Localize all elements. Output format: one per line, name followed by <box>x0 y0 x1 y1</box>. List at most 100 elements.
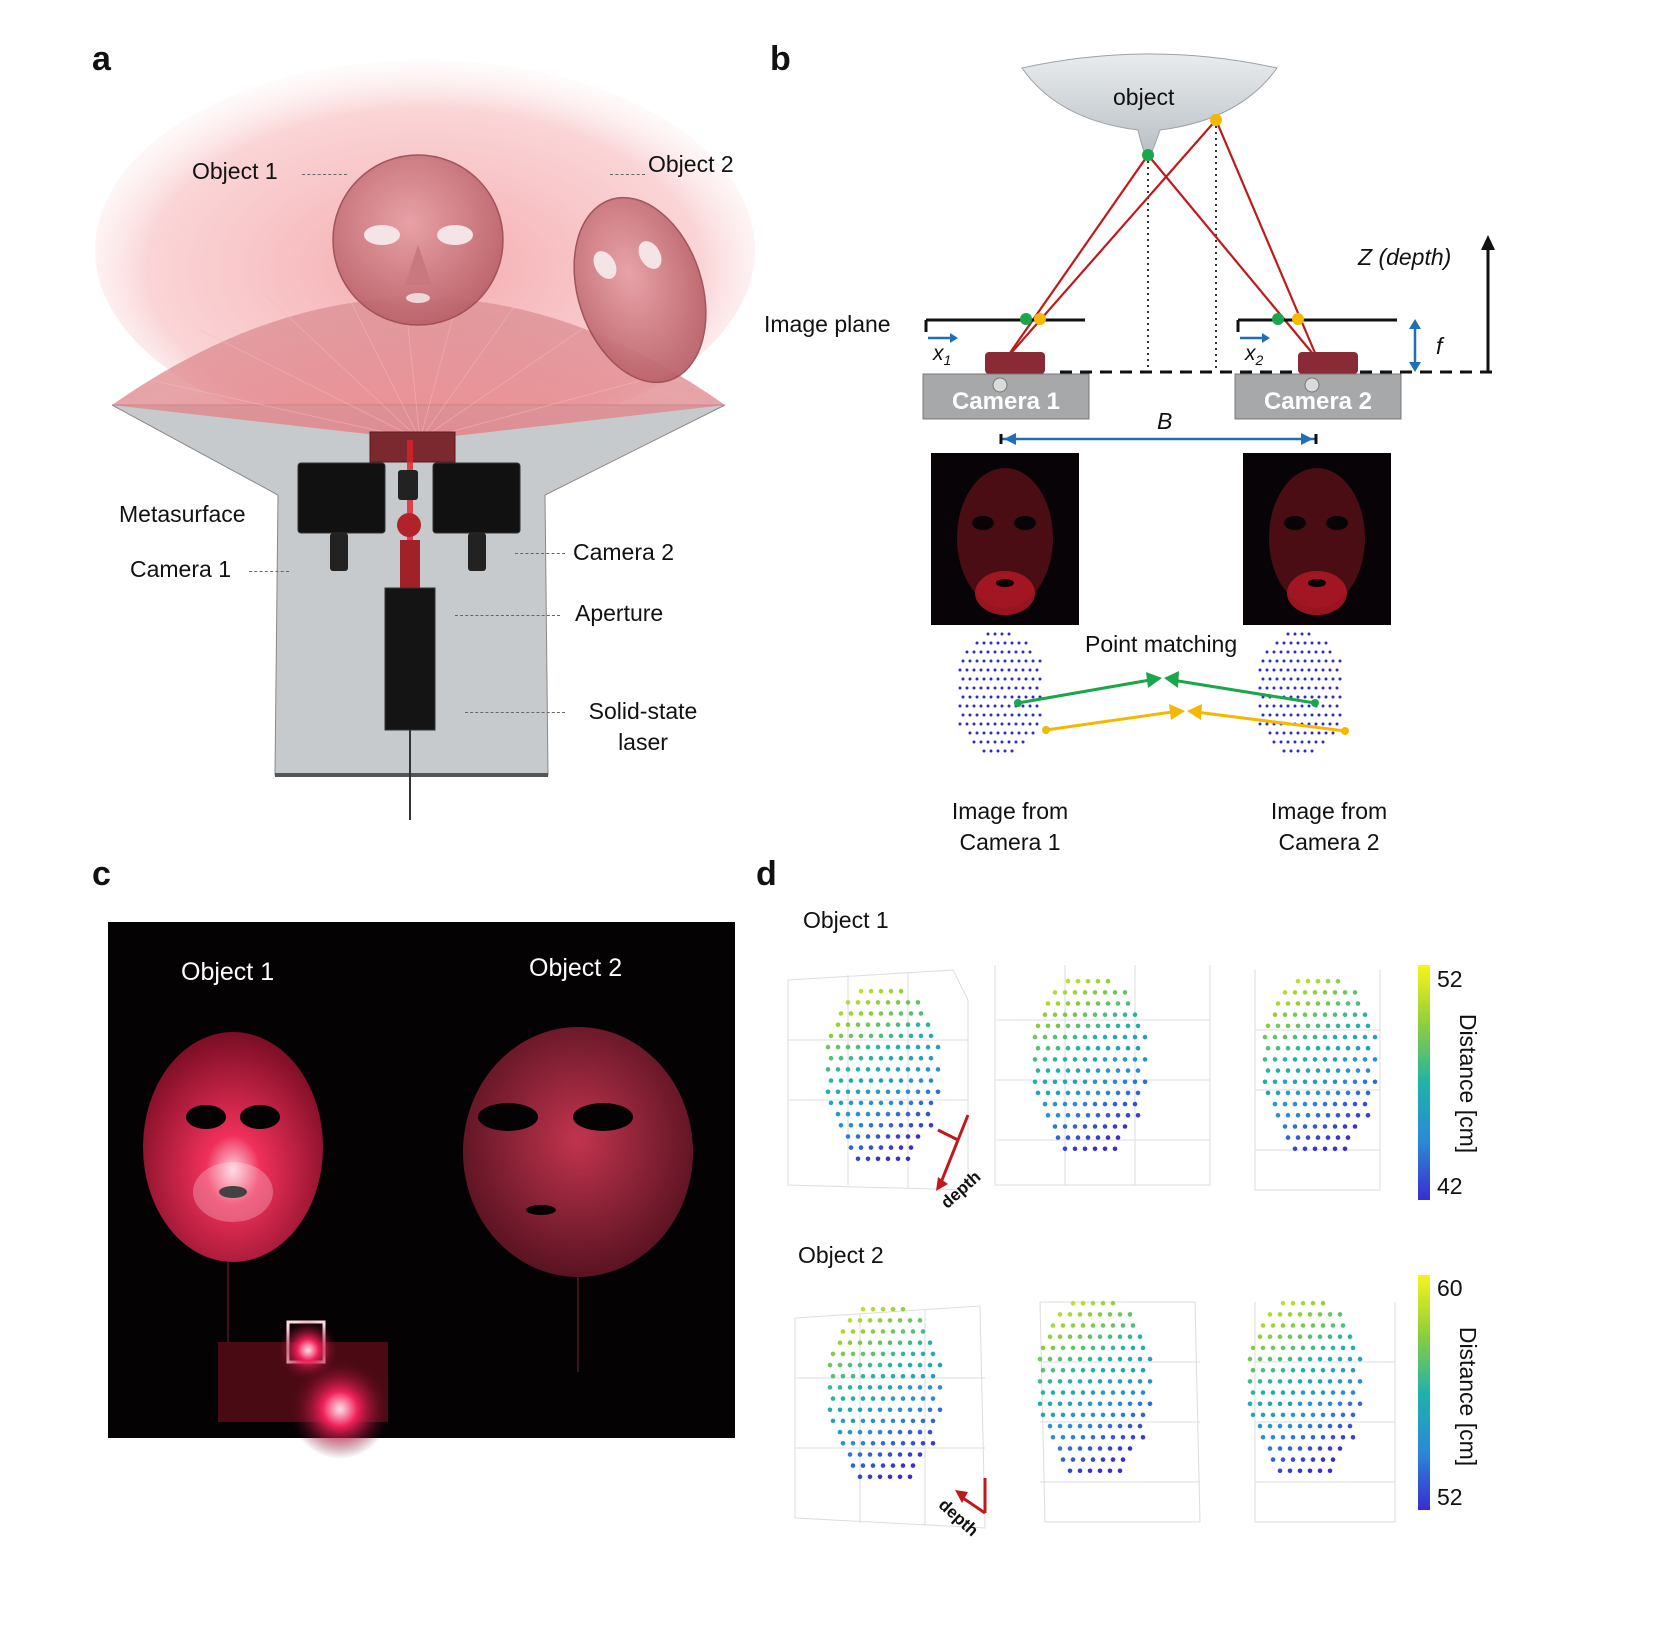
cloud-dot <box>961 695 965 699</box>
scatter-point <box>1055 1001 1061 1006</box>
scatter-point <box>828 1100 834 1106</box>
scatter-point <box>910 1329 916 1334</box>
green-match-right <box>1171 678 1316 705</box>
cloud-dot <box>1024 659 1028 663</box>
scatter-point <box>1077 1401 1083 1407</box>
scatter-point <box>1292 1012 1298 1017</box>
cloud-dot <box>1293 704 1297 708</box>
scatter-point <box>900 1441 906 1446</box>
scatter-point <box>1040 1412 1046 1418</box>
cloud-dot <box>1293 668 1297 672</box>
cloud-dot <box>1017 695 1021 699</box>
scatter-point <box>1287 1379 1293 1384</box>
cloud-dot <box>975 677 979 681</box>
scatter-point <box>877 1385 883 1390</box>
cloud-dot <box>996 677 1000 681</box>
scatter-point <box>1290 1412 1296 1418</box>
scatter-point <box>1110 1390 1116 1395</box>
scatter-point <box>1097 1334 1103 1339</box>
scatter-point <box>898 1100 904 1106</box>
scatter-point <box>1135 1045 1141 1051</box>
scatter-point <box>1045 1045 1051 1051</box>
scatter-point <box>825 1067 831 1072</box>
cloud-dot <box>968 695 972 699</box>
scatter-point <box>897 1407 903 1413</box>
scatter-point <box>1282 1101 1288 1107</box>
scatter-point <box>880 1441 886 1446</box>
scatter-point <box>917 1407 923 1413</box>
scatter-point <box>1315 1023 1321 1029</box>
scatter-point <box>1362 1034 1368 1040</box>
scatter-point <box>1305 1045 1311 1051</box>
scatter-point <box>878 1055 884 1061</box>
cloud-dot <box>1300 686 1304 690</box>
scatter-point <box>1067 1468 1073 1474</box>
scatter-point <box>1312 1079 1318 1085</box>
scatter-point <box>1345 1090 1351 1096</box>
scatter-point <box>1347 1423 1353 1429</box>
scatter-point <box>1290 1457 1296 1462</box>
scatter-point <box>1285 1023 1291 1029</box>
scatter-point <box>1057 1356 1063 1362</box>
scatter-point <box>1325 1090 1331 1096</box>
scatter-point <box>925 1089 931 1095</box>
scatter-point <box>1125 1023 1131 1029</box>
label-laser: Solid-state laser <box>583 698 703 756</box>
scatter-point <box>828 1055 834 1061</box>
scatter-point <box>930 1441 936 1446</box>
scatter-point <box>870 1373 876 1379</box>
cloud-dot <box>1307 722 1311 726</box>
scatter-point <box>928 1100 934 1106</box>
scatter-point <box>1280 1300 1286 1306</box>
cloud-dot <box>989 659 993 663</box>
scatter-point <box>1327 1423 1333 1429</box>
scatter-point <box>1285 1001 1291 1006</box>
cloud-dot <box>968 713 972 717</box>
scatter-point <box>1300 1457 1306 1462</box>
scatter-point <box>1062 990 1068 995</box>
scatter-point <box>907 1407 913 1413</box>
scatter-point <box>1087 1356 1093 1362</box>
scatter-point <box>1127 1379 1133 1384</box>
object2-scatter-1 <box>827 1306 943 1480</box>
scatter-point <box>850 1396 856 1401</box>
scatter-point <box>835 1022 841 1027</box>
cloud-dot <box>1317 677 1321 681</box>
cloud-dot <box>1286 632 1290 636</box>
cloud-dot <box>979 704 983 708</box>
scatter-point <box>1302 1101 1308 1107</box>
scatter-point <box>905 1067 911 1072</box>
scatter-point <box>1067 1334 1073 1339</box>
scatter-point <box>1330 1345 1336 1351</box>
cloud-dot <box>1261 713 1265 717</box>
scatter-point <box>1277 1312 1283 1317</box>
scatter-point <box>847 1318 853 1323</box>
scatter-point <box>845 1134 851 1139</box>
scatter-point <box>1062 1079 1068 1085</box>
scatter-point <box>915 1067 921 1072</box>
scatter-point <box>905 1111 911 1117</box>
experiment-photo <box>108 922 735 1459</box>
scatter-point <box>1142 1057 1148 1062</box>
scatter-point <box>1362 1057 1368 1062</box>
cloud-dot <box>1289 641 1293 645</box>
scatter-point <box>1272 1101 1278 1107</box>
scatter-point <box>1352 1034 1358 1040</box>
scatter-point <box>1315 1090 1321 1096</box>
scatter-point <box>1035 1045 1041 1051</box>
scatter-point <box>1075 1023 1081 1029</box>
cloud-dot <box>972 704 976 708</box>
scatter-point <box>1147 1401 1153 1407</box>
scatter-point <box>1077 1356 1083 1362</box>
scatter-point <box>885 1089 891 1095</box>
scatter-point <box>1320 1367 1326 1373</box>
scatter-point <box>907 1318 913 1323</box>
scatter-point <box>925 1111 931 1117</box>
cloud-dot <box>975 695 979 699</box>
scatter-point <box>895 1111 901 1117</box>
label-baseline: B <box>1157 408 1173 434</box>
scatter-point <box>848 1033 854 1039</box>
cloud-dot <box>1331 731 1335 735</box>
scatter-point <box>1147 1379 1153 1384</box>
scatter-point <box>1130 1345 1136 1351</box>
